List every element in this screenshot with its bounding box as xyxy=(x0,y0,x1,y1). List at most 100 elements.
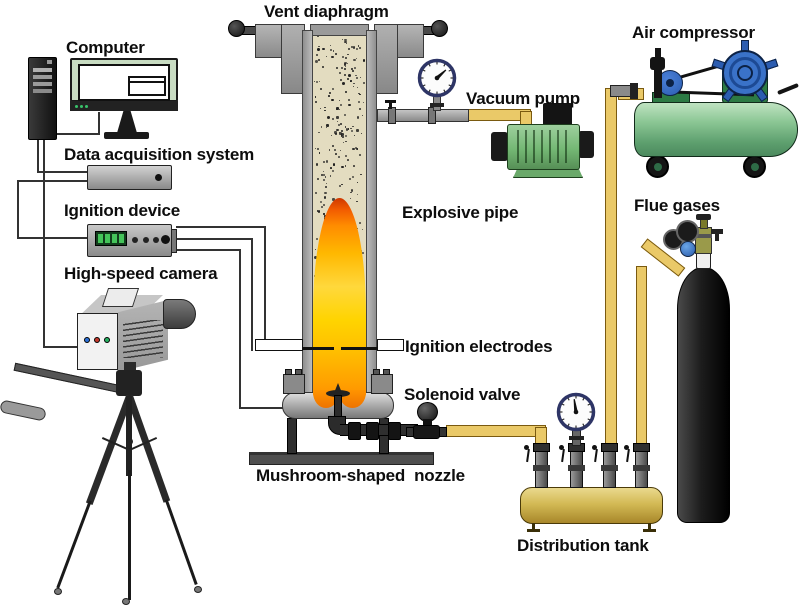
speckle-dot xyxy=(361,114,364,117)
speckle-dot xyxy=(316,210,319,212)
tripod-head xyxy=(116,370,142,396)
pipe-coupling xyxy=(348,422,361,440)
solenoid-valve-neck xyxy=(423,419,432,427)
speckle-dot xyxy=(345,42,348,45)
speckle-dot xyxy=(339,132,342,135)
speckle-dot xyxy=(316,177,320,181)
vacuum-pump-cylinder-right xyxy=(578,131,594,158)
label-explosive-pipe: Explosive pipe xyxy=(402,203,519,222)
speckle-dot xyxy=(344,165,347,167)
speckle-dot xyxy=(351,68,354,71)
speckle-dot xyxy=(341,133,344,136)
speckle-dot xyxy=(329,175,331,177)
compressor-tank xyxy=(634,102,798,157)
speckle-dot xyxy=(357,45,360,47)
ignition-knob-large xyxy=(161,235,170,244)
flue-gas-cylinder xyxy=(677,267,730,523)
tripod-leg-lower xyxy=(164,499,198,586)
vent-clamp-plate-left-outer xyxy=(255,24,282,58)
wire-tower-to-daq xyxy=(37,171,89,173)
speckle-dot xyxy=(321,65,325,69)
speckle-dot xyxy=(321,174,324,177)
gauge-ticks xyxy=(421,62,453,94)
vent-diaphragm-cap xyxy=(310,24,369,36)
tripod-foot xyxy=(54,588,62,595)
stand-base-plate xyxy=(249,452,434,465)
vacuum-line-pipe xyxy=(377,109,469,122)
hose-compressor-to-tank xyxy=(605,88,617,452)
speckle-dot xyxy=(359,46,362,49)
speckle-dot xyxy=(338,184,342,188)
label-air-compressor: Air compressor xyxy=(632,23,755,42)
tank-foot xyxy=(648,523,651,531)
compressor-outlet-valve xyxy=(654,70,662,98)
electrode-rod xyxy=(341,347,377,350)
speckle-dot xyxy=(317,58,320,61)
camera-viewfinder xyxy=(101,288,140,307)
speckle-dot xyxy=(351,69,354,72)
tripod-head xyxy=(124,362,136,372)
tripod-leg-left xyxy=(54,394,133,589)
speckle-dot xyxy=(319,87,322,90)
speckle-dot xyxy=(352,125,354,128)
speckle-dot xyxy=(344,40,347,44)
speckle-dot xyxy=(339,78,342,82)
speckle-dot xyxy=(353,134,355,136)
tank-port-band xyxy=(533,465,550,471)
tank-port-lever xyxy=(592,445,597,450)
chamber-flange-left xyxy=(283,374,305,394)
speckle-dot xyxy=(352,147,355,151)
speckle-dot xyxy=(320,206,323,209)
pressure-gauge-distribution xyxy=(556,392,596,432)
speckle-dot xyxy=(318,131,320,134)
speckle-dot xyxy=(336,107,339,111)
tank-port-lever xyxy=(559,445,564,450)
speckle-dot xyxy=(329,91,332,95)
speckle-dot xyxy=(330,134,332,136)
speckle-dot xyxy=(329,149,331,151)
wire-daq-to-ignition xyxy=(17,180,19,239)
speckle-dot xyxy=(322,178,326,182)
speckle-dot xyxy=(353,165,355,168)
vent-clamp-plate-right-outer xyxy=(397,24,424,58)
wire-ignition-to-chamber xyxy=(239,407,283,409)
speckle-dot xyxy=(319,107,321,109)
speckle-dot xyxy=(333,148,337,152)
tripod-center-column-lower xyxy=(128,470,131,600)
pressure-gauge-vent xyxy=(417,58,457,98)
tripod-leg-lower xyxy=(56,500,92,589)
flange-bolt xyxy=(383,369,390,375)
speckle-dot xyxy=(351,176,354,179)
speckle-dot xyxy=(331,55,334,59)
monitor-power-led xyxy=(80,105,83,108)
vent-clamp-plate-right-inner xyxy=(374,24,398,94)
wire-ignition-to-electrode-upper xyxy=(264,226,266,341)
vent-handle-ball-right xyxy=(431,20,448,37)
speckle-dot xyxy=(342,82,345,86)
speckle-dot xyxy=(348,178,351,181)
speckle-dot xyxy=(332,49,335,52)
wire-daq-to-ignition xyxy=(17,180,87,182)
wire-tower-to-camera xyxy=(43,346,78,348)
electrode-insulator-right xyxy=(377,339,404,351)
speckle-dot xyxy=(339,99,341,101)
speckle-dot xyxy=(338,71,341,74)
wire-ignition-to-electrode-lower xyxy=(176,238,253,240)
tower-power-button xyxy=(47,60,52,64)
speckle-dot xyxy=(347,53,350,56)
speckle-dot xyxy=(355,74,357,76)
wire-tower-to-daq xyxy=(37,140,39,173)
speckle-dot xyxy=(343,68,346,71)
speckle-dot xyxy=(342,141,345,144)
speckle-dot xyxy=(355,58,357,60)
speckle-dot xyxy=(345,57,348,60)
speckle-dot xyxy=(332,88,334,90)
vacuum-pump-ribs xyxy=(517,130,573,163)
speckle-dot xyxy=(331,99,334,102)
speckle-dot xyxy=(324,191,327,195)
speckle-dot xyxy=(362,82,365,85)
speckle-dot xyxy=(338,109,340,111)
ignition-knob xyxy=(132,237,138,243)
speckle-dot xyxy=(355,148,359,151)
